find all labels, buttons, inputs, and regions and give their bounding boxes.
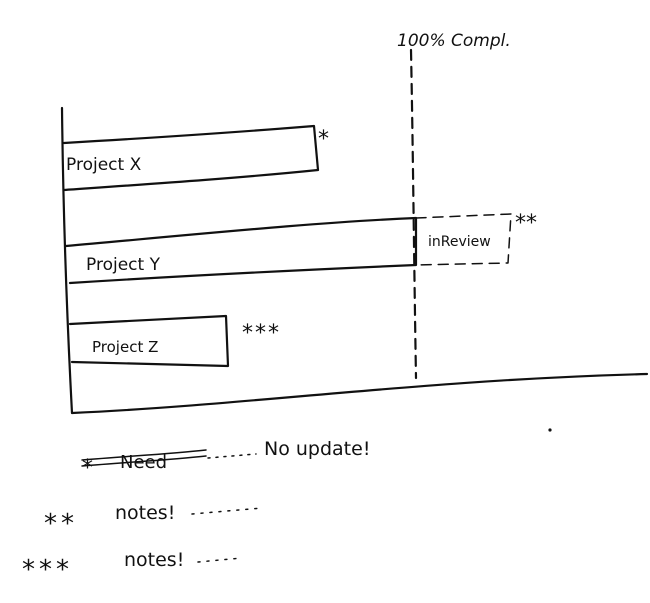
legend-description-1: No update! (264, 438, 370, 460)
stray-dot (548, 428, 552, 432)
legend-text-1: Need (120, 452, 167, 473)
legend-leader-3 (197, 557, 243, 563)
legend: * Need No update! ** notes! *** notes! (22, 438, 370, 585)
bar-label-project-y: Project Y (86, 255, 161, 275)
bar-project-y (64, 216, 418, 285)
legend-marker-3: *** (22, 555, 73, 585)
vertical-axis (60, 106, 74, 415)
bar-project-x (62, 124, 320, 192)
in-review-box (415, 213, 512, 266)
legend-text-3: notes! (124, 549, 184, 571)
legend-strikethrough (81, 449, 207, 467)
in-review-label: inReview (428, 234, 491, 250)
bar-project-z (68, 314, 230, 368)
in-review-marker: ** (515, 211, 537, 236)
bar-marker-project-z: *** (242, 321, 281, 346)
legend-text-2: notes! (115, 502, 175, 524)
legend-leader-1 (207, 453, 257, 459)
completion-label: 100% Compl. (397, 31, 511, 51)
bar-label-project-x: Project X (66, 155, 142, 175)
legend-marker-1: * (82, 456, 93, 481)
bar-marker-project-x: * (318, 127, 329, 152)
legend-marker-2: ** (44, 509, 78, 539)
legend-leader-2 (191, 507, 263, 515)
horizontal-axis (70, 372, 649, 415)
completion-line (409, 48, 418, 380)
bar-label-project-z: Project Z (92, 338, 158, 356)
